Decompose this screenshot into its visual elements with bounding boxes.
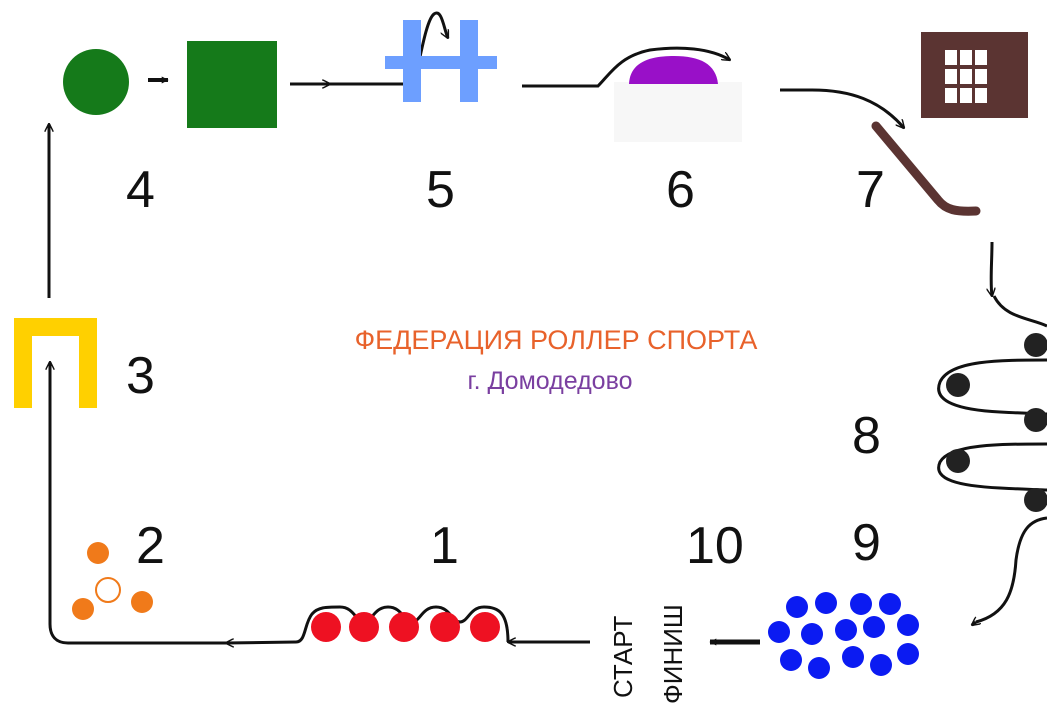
station-6-purple-dome [629,56,718,84]
station-2-orange-cones [72,542,153,620]
station-1-red-cones [311,612,500,642]
station-number-1: 1 [430,517,459,575]
station-9-blue-cones [768,592,919,679]
orange-cone [131,591,153,613]
station-8-slalom-cones [946,333,1047,512]
station-5-blue-barrier [385,20,497,102]
station-number-4: 4 [126,161,155,219]
path-6-to-7 [780,88,904,128]
start-label: СТАРТ [608,616,638,698]
slalom-cone [946,373,970,397]
station-4-green-circle [63,49,129,115]
station-number-2: 2 [136,517,165,575]
subtitle-text: г. Домодедово [468,367,633,395]
finish-label: ФИНИШ [658,604,688,704]
slalom-cone [1024,408,1047,432]
path-7-to-8 [991,241,992,296]
station-3-gate [14,318,97,408]
station-number-10: 10 [686,517,744,575]
path-5-to-6 [522,46,730,88]
orange-cone [72,598,94,620]
station-number-9: 9 [852,514,881,572]
slalom-cone [1024,333,1047,357]
station-7-slide [871,121,981,216]
station-number-8: 8 [852,407,881,465]
station-7-building [921,32,1028,118]
orange-cone-outline [95,577,121,603]
slalom-cone [1024,488,1047,512]
red-cone [311,612,341,642]
station-6-platform [614,82,742,142]
red-cone [349,612,379,642]
red-cone [389,612,419,642]
path-1-to-2 [226,642,297,643]
slalom-cone [946,449,970,473]
path-slalom-8 [937,295,1047,624]
path-8-to-9 [972,622,976,625]
title-text: ФЕДЕРАЦИЯ РОЛЛЕР СПОРТА [355,325,758,355]
orange-cone [87,542,109,564]
path-2-to-3 [50,362,226,645]
station-number-3: 3 [126,347,155,405]
station-number-5: 5 [426,161,455,219]
station-4-green-square [187,41,277,128]
red-cone [430,612,460,642]
station-number-6: 6 [666,161,695,219]
station-number-7: 7 [856,161,885,219]
red-cone [470,612,500,642]
